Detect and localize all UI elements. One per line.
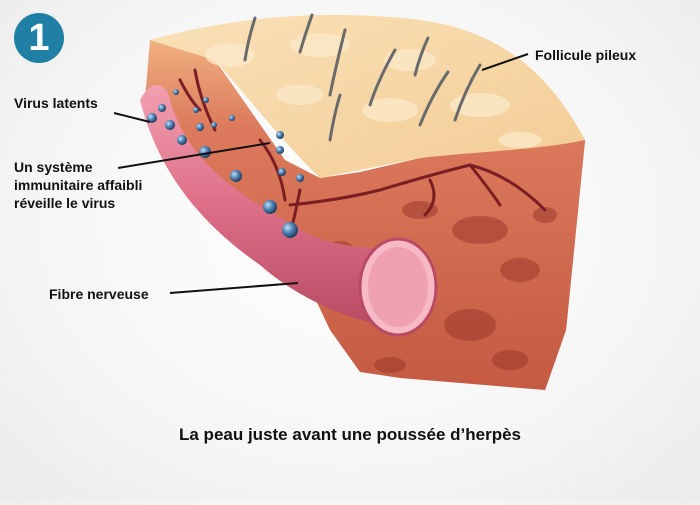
epidermis-texture [205,33,542,148]
hair-follicle-icon [243,13,482,142]
label-immune-line-2: immunitaire affaibli [14,177,143,193]
label-immune-line-1: Un système [14,159,93,175]
label-latent-virus: Virus latents [14,95,98,111]
leader-line-follicle [481,53,529,71]
label-follicle: Follicule pileux [535,47,637,63]
epidermis-top-face [150,14,585,178]
virus-particle-icon [147,89,304,238]
label-weak-immune-system: Un système immunitaire affaibli réveille… [14,158,189,212]
label-immune-line-3: réveille le virus [14,195,116,211]
nerve-fiber-icon [140,85,400,325]
skin-block-front-face [145,40,585,390]
leader-line-immune [117,142,271,169]
step-number-badge: 1 [14,13,64,63]
leader-line-latent-virus [113,112,151,123]
leader-line-nerve [169,282,299,294]
diagram-caption: La peau juste avant une poussée d’herpès [179,425,521,444]
label-nerve-fiber: Fibre nerveuse [49,286,149,302]
nerve-fiber-end-inner [368,247,428,327]
leader-lines [113,53,529,294]
